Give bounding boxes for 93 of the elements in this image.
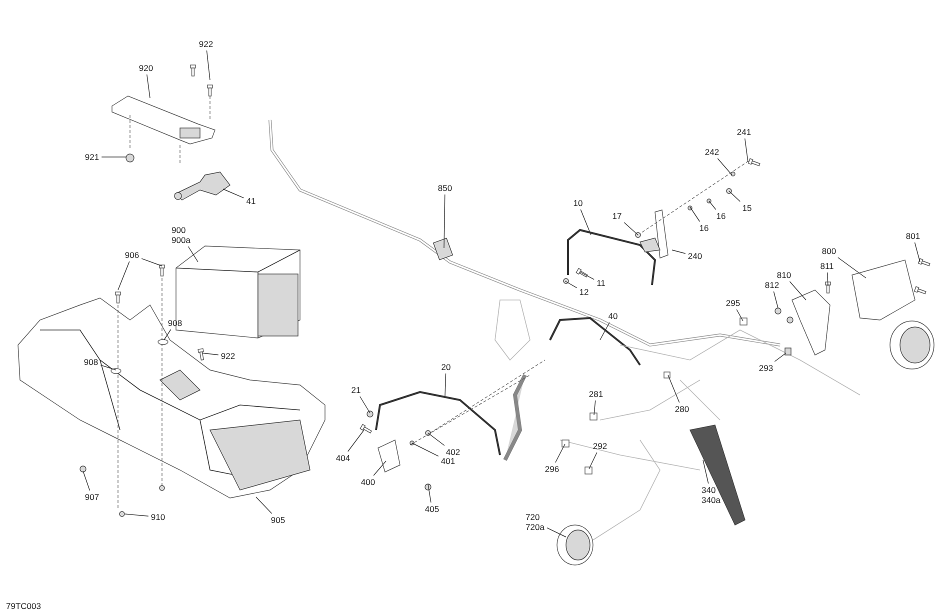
callout-number: 241: [736, 127, 752, 137]
leader-line: [546, 527, 566, 538]
callout-number: 17: [611, 211, 623, 221]
leader-line: [774, 352, 786, 362]
callout-number: 40: [607, 311, 619, 321]
leader-line: [600, 322, 610, 340]
callout-number: 400: [360, 477, 376, 487]
callout-number: 10: [572, 198, 584, 208]
leader-line: [736, 309, 744, 322]
leader-line: [428, 484, 432, 503]
leader-line: [373, 460, 386, 476]
leader-line: [188, 246, 198, 262]
leader-line: [82, 470, 90, 491]
leader-line: [101, 156, 126, 158]
callout-number: 21: [350, 385, 362, 395]
callout-number: 720: [524, 512, 541, 522]
callout-number: 16: [698, 223, 710, 233]
leader-line: [222, 188, 244, 198]
leader-line: [588, 452, 598, 470]
leader-line: [826, 272, 828, 286]
leader-line: [555, 444, 566, 463]
callout-number: 280: [674, 404, 690, 414]
callout-number: 12: [578, 287, 590, 297]
callout-number: 292: [592, 441, 608, 451]
leader-line: [146, 74, 150, 98]
callout-number: 281: [588, 389, 604, 399]
leader-line: [624, 222, 638, 236]
callout-number: 41: [245, 196, 257, 206]
callout-number: 910: [150, 512, 166, 522]
callout-number: 402: [444, 447, 462, 457]
callout-number: 906: [124, 250, 140, 260]
callout-number: 295: [724, 298, 742, 308]
callout-number: 405: [424, 504, 440, 514]
leader-line: [124, 514, 149, 516]
leader-line: [100, 364, 116, 370]
leader-line: [256, 496, 272, 514]
leader-line: [838, 257, 866, 278]
leader-line: [164, 329, 172, 340]
drawing-code: 79TC003: [6, 601, 41, 611]
callout-number: 404: [334, 453, 352, 463]
callout-number: 922: [220, 351, 236, 361]
callout-number: 293: [758, 363, 774, 373]
callout-number: 240: [686, 251, 704, 261]
callout-number: 920: [138, 63, 154, 73]
callout-number: 900a: [170, 235, 192, 245]
leader-line: [444, 194, 446, 248]
leader-line: [672, 250, 686, 254]
callout-number: 15: [741, 203, 753, 213]
callout-number: 812: [764, 280, 780, 290]
leader-line: [428, 432, 445, 446]
callout-number: 811: [819, 261, 835, 271]
leader-line: [564, 280, 578, 288]
leader-line: [744, 138, 748, 162]
callout-number: 800: [820, 246, 838, 256]
leader-line: [728, 190, 740, 202]
leader-line: [668, 374, 680, 403]
leader-line: [702, 460, 709, 484]
callout-number: 340a: [700, 495, 722, 505]
leader-line: [789, 281, 806, 300]
leader-line: [690, 206, 700, 222]
callout-number: 908: [82, 357, 100, 367]
leader-line: [594, 400, 596, 416]
callout-number: 922: [198, 39, 214, 49]
callout-number: 905: [270, 515, 286, 525]
callout-number: 296: [544, 464, 560, 474]
callout-number: 921: [84, 152, 100, 162]
leader-line: [914, 242, 920, 262]
callout-number: 20: [440, 362, 452, 372]
callout-number: 900: [170, 225, 187, 235]
leader-line: [206, 50, 210, 80]
leader-line: [717, 158, 732, 176]
callout-number: 810: [776, 270, 792, 280]
leader-line: [708, 200, 716, 210]
callout-number: 340: [700, 485, 717, 495]
callout-number: 907: [84, 492, 100, 502]
leader-line: [141, 258, 162, 266]
callout-number: 242: [704, 147, 720, 157]
callout-number: 401: [440, 456, 456, 466]
leader-line: [202, 352, 219, 356]
leader-line: [580, 272, 594, 280]
callout-number: 16: [715, 211, 727, 221]
leader-line: [412, 442, 439, 457]
leader-line: [118, 261, 130, 290]
leader-line: [360, 396, 370, 414]
callout-number: 850: [436, 183, 454, 193]
callout-number: 801: [904, 231, 922, 241]
callout-number: 908: [166, 318, 184, 328]
callout-number: 11: [596, 278, 606, 288]
callout-number: 720a: [524, 522, 546, 532]
leader-line: [348, 430, 364, 452]
leader-line: [773, 291, 778, 308]
leader-line: [580, 209, 592, 236]
leader-line: [444, 373, 446, 396]
